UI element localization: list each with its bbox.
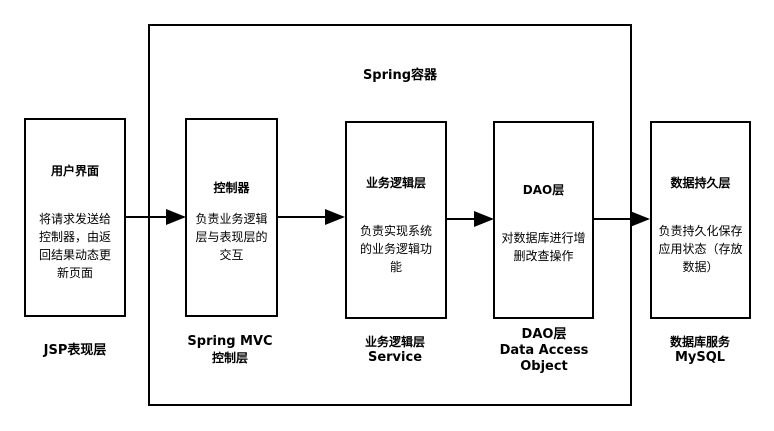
dao-box-title: DAO层: [522, 183, 565, 197]
label-db-service-line2: MySQL: [674, 350, 726, 365]
persistence-box-title: 数据持久层: [670, 176, 731, 190]
label-spring-mvc-line2: 控制层: [211, 351, 248, 365]
dao-box: [493, 121, 594, 319]
controller-box-desc: 负责业务逻辑层与表现层的交互: [195, 212, 268, 262]
service-box-desc: 负责实现系统的业务逻辑功能: [359, 224, 432, 274]
label-dao-line1: DAO层: [521, 327, 567, 342]
persistence-box-desc: 负责持久化保存应用状态（存放数据）: [658, 224, 743, 274]
ui-box: [24, 118, 126, 317]
service-box: [345, 121, 447, 319]
persistence-box: [650, 121, 751, 319]
dao-box-desc: 对数据库进行增删改查操作: [501, 231, 586, 263]
label-service-line1: 业务逻辑层: [364, 335, 425, 349]
label-jsp-layer: JSP表现层: [43, 343, 107, 358]
label-service-line2: Service: [367, 350, 423, 365]
label-db-service-line1: 数据库服务: [669, 335, 730, 349]
spring-container-title: Spring容器: [362, 68, 438, 83]
service-box-title: 业务逻辑层: [365, 176, 426, 190]
ui-box-desc: 将请求发送给控制器，由返回结果动态更新页面: [38, 212, 111, 280]
controller-box-title: 控制器: [213, 181, 250, 195]
label-spring-mvc: Spring MVC 控制层: [165, 334, 295, 366]
label-dao-line3: Object: [520, 359, 568, 374]
label-dao: DAO层 Data Access Object: [484, 327, 604, 375]
label-db-service: 数据库服务 MySQL: [640, 334, 760, 366]
controller-box: [185, 118, 278, 317]
label-spring-mvc-line1: Spring MVC: [187, 334, 273, 349]
label-service: 业务逻辑层 Service: [335, 334, 455, 366]
label-dao-line2: Data Access: [499, 343, 589, 358]
ui-box-title: 用户界面: [50, 164, 99, 178]
